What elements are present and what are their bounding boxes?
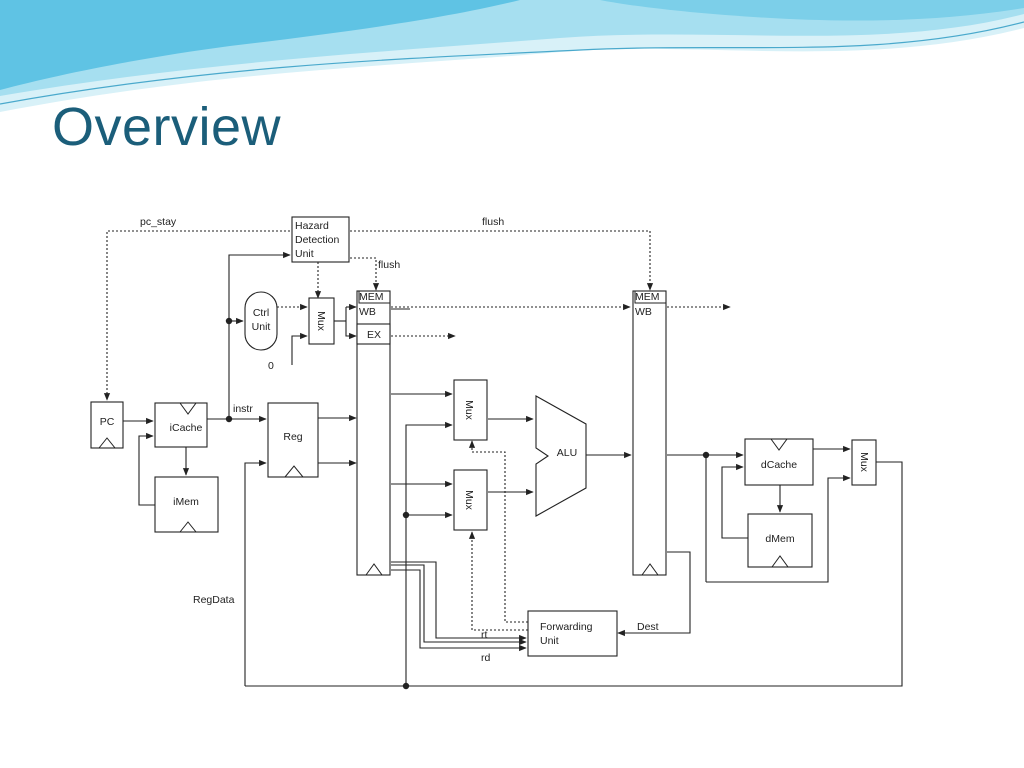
hazard-label-1: Hazard <box>295 220 329 232</box>
flush-label-top: flush <box>482 216 504 228</box>
pipeline-diagram-svg: Hazard Detection Unit Ctrl Unit Mux MEM … <box>90 216 903 690</box>
imem-block <box>154 476 219 533</box>
pipeline-diagram: Hazard Detection Unit Ctrl Unit Mux MEM … <box>60 190 916 698</box>
hazard-detection-unit <box>291 216 350 263</box>
hazard-label-3: Unit <box>295 248 314 260</box>
ctrl-mux <box>308 297 335 345</box>
pipe1-wb-label: WB <box>359 306 376 318</box>
pc-stay-label: pc_stay <box>140 216 177 228</box>
ctrl-unit <box>244 291 278 351</box>
mux-b-label: Mux <box>463 490 475 511</box>
pc-label: PC <box>100 416 115 428</box>
ctrl-label-1: Ctrl <box>253 307 269 319</box>
mux-b <box>453 469 488 531</box>
flush-label-hazard: flush <box>378 259 400 271</box>
ctrl-mux-label: Mux <box>315 311 327 332</box>
pipe2-wb-label: WB <box>635 306 652 318</box>
output-mux <box>851 439 877 486</box>
dmem-label: dMem <box>765 533 794 545</box>
header-wave-decoration <box>0 0 1024 112</box>
forwarding-unit <box>527 610 618 657</box>
pipe1-mem-label: MEM <box>359 291 384 303</box>
output-mux-label: Mux <box>858 452 870 473</box>
dest-label: Dest <box>637 621 659 633</box>
icache-label: iCache <box>170 422 203 434</box>
reg-label: Reg <box>283 431 302 443</box>
mux-a-label: Mux <box>463 400 475 421</box>
pipeline-register-1-ex <box>356 323 391 345</box>
dcache-block <box>744 438 814 486</box>
hazard-label-2: Detection <box>295 234 340 246</box>
slide-title: Overview <box>52 97 282 157</box>
reg-block <box>267 402 319 478</box>
pipe1-ex-label: EX <box>367 329 381 341</box>
alu-block <box>535 395 587 517</box>
rd-label: rd <box>481 652 490 664</box>
pipe2-mem-label: MEM <box>635 291 660 303</box>
rt-label: rt <box>481 629 487 641</box>
imem-label: iMem <box>173 496 199 508</box>
forwarding-label-1: Forwarding <box>540 621 593 633</box>
zero-label: 0 <box>268 360 274 372</box>
pc-block <box>90 401 124 449</box>
regdata-label: RegData <box>193 594 235 606</box>
pipeline-register-2 <box>632 290 667 576</box>
forwarding-label-2: Unit <box>540 635 559 647</box>
dmem-block <box>747 513 813 568</box>
alu-label: ALU <box>557 447 577 459</box>
dcache-label: dCache <box>761 459 797 471</box>
mux-a <box>453 379 488 441</box>
instr-label: instr <box>233 403 253 415</box>
ctrl-label-2: Unit <box>252 321 271 333</box>
